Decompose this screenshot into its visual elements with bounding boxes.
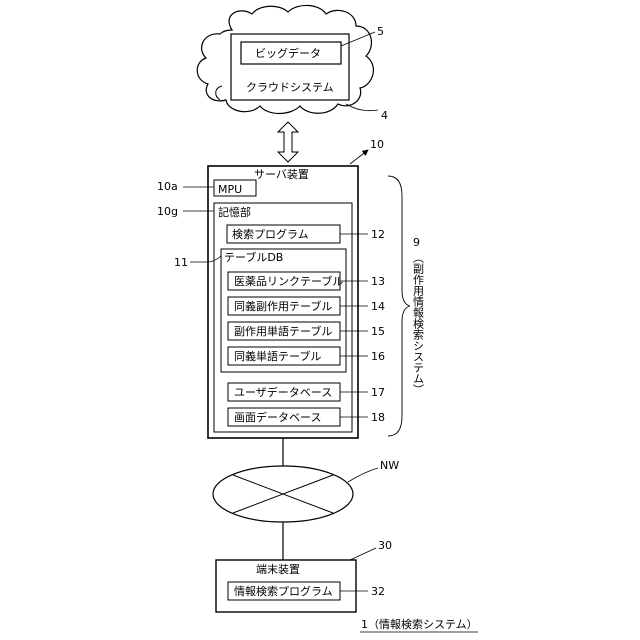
ref-table-16: 16 [371,350,385,363]
table-label-13: 医薬品リンクテーブル [234,274,343,288]
server-title: サーバ装置 [254,168,309,181]
leader-terminal [350,548,376,560]
table-db-label: テーブルDB [224,250,283,264]
ref-table-13: 13 [371,275,385,288]
double-arrow [278,122,298,162]
system-brace [388,176,410,436]
terminal-program-label: 情報検索プログラム [234,584,333,598]
ref-terminal: 30 [378,539,392,552]
storage-label: 記憶部 [218,205,251,219]
ref-table-14: 14 [371,300,385,313]
table-label-16: 同義単語テーブル [234,349,321,363]
leader-server [350,150,368,164]
cloud-system-label: クラウドシステム [246,81,334,94]
ref-screen-db: 18 [371,411,385,424]
table-label-15: 副作用単語テーブル [234,324,332,338]
ref-table-db: 11 [174,256,188,269]
network-label: NW [380,459,399,472]
leader-network [348,468,378,482]
screen-db-label: 画面データベース [234,410,321,424]
ref-server: 10 [370,138,384,151]
ref-terminal-program: 32 [371,585,385,598]
search-program-label: 検索プログラム [232,227,309,241]
ref-table-15: 15 [371,325,385,338]
terminal-title: 端末装置 [256,562,300,576]
table-label-14: 同義副作用テーブル [234,299,332,313]
ref-user-db: 17 [371,386,385,399]
ref-storage: 10g [157,205,178,218]
user-db-label: ユーザデータベース [234,385,332,399]
ref-big-data: 5 [377,25,384,38]
side-system-label: （副作用情報検索システム） [412,252,425,395]
caption: 1（情報検索システム） [361,617,478,631]
ref-search-program: 12 [371,228,385,241]
big-data-label: ビッグデータ [255,46,321,60]
ref-mpu: 10a [157,180,178,193]
ref-cloud: 4 [381,109,388,122]
mpu-label: MPU [218,183,242,196]
side-system-number: 9 [413,236,420,249]
